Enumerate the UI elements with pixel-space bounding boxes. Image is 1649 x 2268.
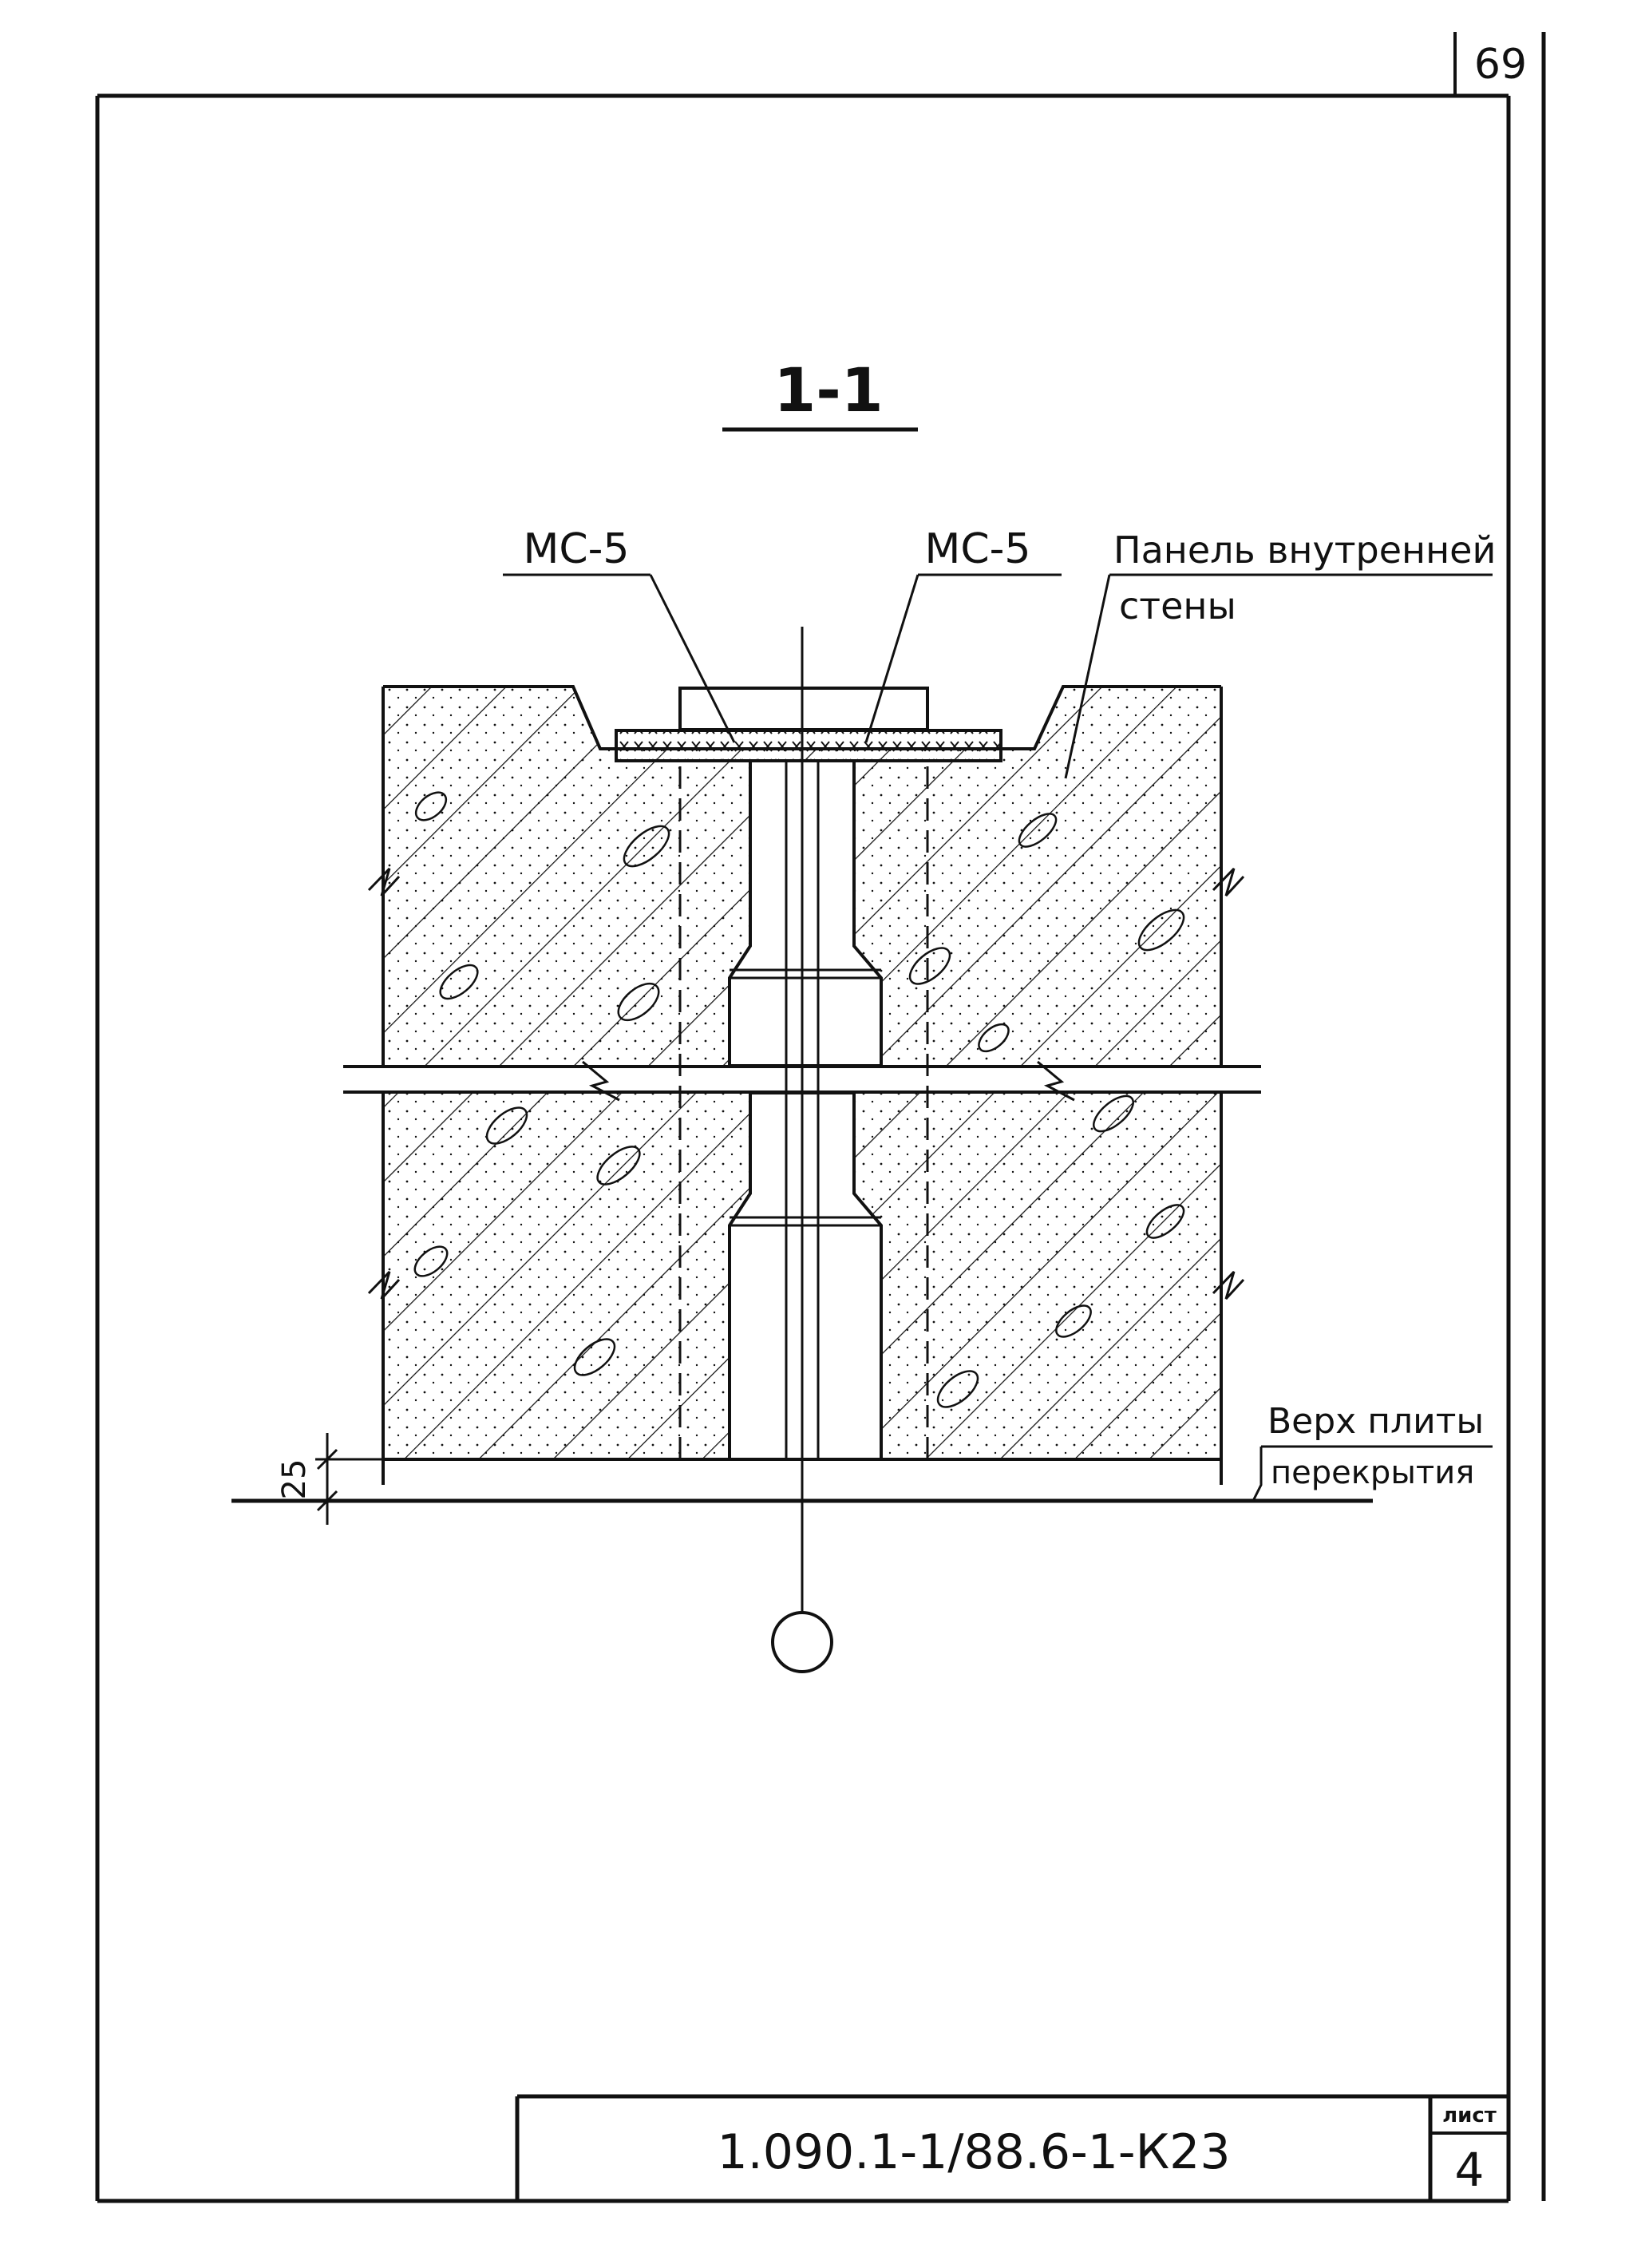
dimension-25: 25 [276, 1459, 313, 1500]
slab-top-line [231, 1433, 1373, 1525]
section-title: 1-1 [773, 354, 883, 425]
sheet-number: 4 [1455, 2143, 1485, 2197]
label-slab-line2: перекрытия [1271, 1455, 1474, 1491]
sheet-label: лист [1442, 2104, 1497, 2127]
axis-marker-circle [771, 1611, 833, 1673]
anchor-plate [615, 687, 1002, 762]
label-mc5-right: МС-5 [924, 525, 1030, 573]
drawing-frame [95, 32, 1546, 2203]
document-code: 1.090.1-1/88.6-1-К23 [717, 2124, 1230, 2180]
leaders [503, 573, 1493, 1502]
label-panel-line1: Панель внутренней [1113, 528, 1496, 572]
rod-channel [678, 759, 929, 1461]
title-block [515, 2094, 1509, 2201]
label-mc5-left: МС-5 [523, 525, 629, 573]
center-axis [771, 627, 833, 1673]
page-number: 69 [1474, 41, 1527, 89]
label-slab-line1: Верх плиты [1267, 1401, 1484, 1442]
label-panel-line2: стены [1119, 584, 1236, 627]
